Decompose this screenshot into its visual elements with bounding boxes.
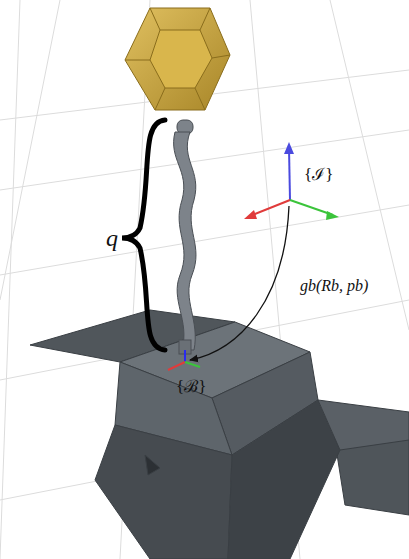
joint-variable-label: q	[106, 226, 118, 250]
payload-dodecahedron	[125, 8, 230, 110]
transform-label: gb(Rb, pb)	[300, 278, 368, 294]
base-vehicle	[30, 310, 409, 559]
body-frame	[168, 350, 200, 370]
frame-label: {ℐ}	[304, 166, 333, 183]
brace	[122, 120, 165, 350]
inertial-frame	[244, 142, 339, 220]
frame-label: {ℬ}	[176, 378, 206, 395]
transform-arrow	[190, 206, 289, 360]
robot-arm	[174, 120, 196, 354]
